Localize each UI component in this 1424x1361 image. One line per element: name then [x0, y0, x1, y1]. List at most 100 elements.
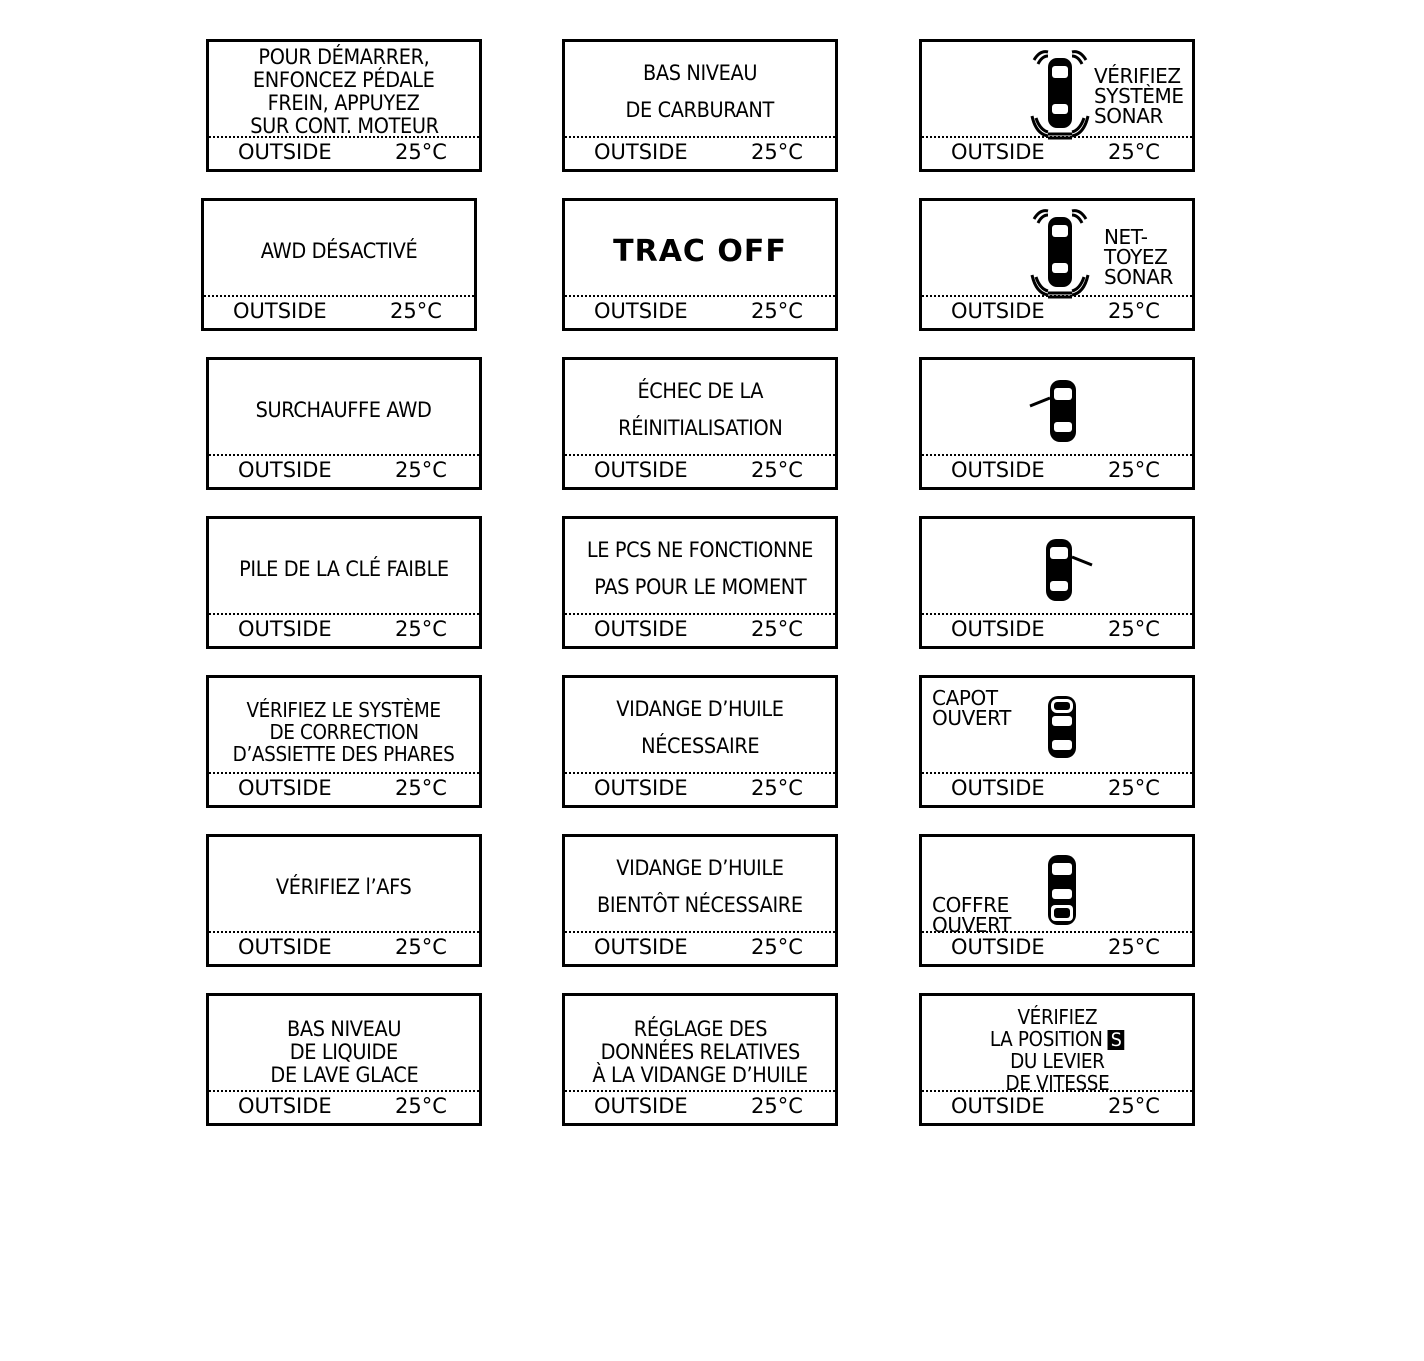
outside-label: OUTSIDE — [238, 458, 332, 482]
outside-temp: 25°C — [395, 140, 447, 164]
outside-temp-bar: OUTSIDE 25°C — [204, 295, 474, 328]
message-line: LA POSITION S — [989, 1027, 1125, 1051]
display-headlight-leveling: VÉRIFIEZ LE SYSTÈME DE CORRECTION D’ASSI… — [206, 675, 482, 808]
display-trunk-open: COFFRE OUVERT OUTSIDE 25°C — [919, 834, 1195, 967]
outside-temp: 25°C — [751, 776, 803, 800]
message-line: CAPOT — [932, 686, 998, 710]
outside-label: OUTSIDE — [594, 776, 688, 800]
message-line: OUVERT — [932, 706, 1011, 730]
outside-label: OUTSIDE — [951, 140, 1045, 164]
outside-temp: 25°C — [751, 458, 803, 482]
message-line: TOYEZ — [1104, 245, 1168, 269]
outside-label: OUTSIDE — [951, 935, 1045, 959]
outside-temp: 25°C — [751, 617, 803, 641]
message-line: NÉCESSAIRE — [640, 734, 760, 758]
message-line: RÉGLAGE DES — [633, 1016, 767, 1041]
display-shift-lever-position: VÉRIFIEZ LA POSITION S DU LEVIER DE VITE… — [919, 993, 1195, 1126]
outside-label: OUTSIDE — [238, 140, 332, 164]
shift-s-badge: S — [1107, 1030, 1125, 1050]
message-text: LA POSITION — [989, 1027, 1103, 1051]
message-line: BIENTÔT NÉCESSAIRE — [597, 893, 803, 917]
sonar-check-text: VÉRIFIEZ SYSTÈME SONAR — [1094, 66, 1184, 126]
message-line: SONAR — [1094, 104, 1163, 128]
outside-temp: 25°C — [1108, 458, 1160, 482]
message-line: PILE DE LA CLÉ FAIBLE — [239, 556, 449, 581]
message-line: LE PCS NE FONCTIONNE — [586, 538, 814, 562]
sonar-clean-text: NET- TOYEZ SONAR — [1104, 227, 1173, 287]
outside-temp: 25°C — [1108, 140, 1160, 164]
outside-label: OUTSIDE — [594, 458, 688, 482]
outside-temp-bar: OUTSIDE 25°C — [565, 454, 835, 487]
outside-label: OUTSIDE — [238, 617, 332, 641]
outside-temp-bar: OUTSIDE 25°C — [209, 1090, 479, 1123]
message-line: AWD DÉSACTIVÉ — [260, 238, 418, 263]
display-oil-reset-setting: RÉGLAGE DES DONNÉES RELATIVES À LA VIDAN… — [562, 993, 838, 1126]
outside-label: OUTSIDE — [594, 140, 688, 164]
message-line: NET- — [1104, 225, 1148, 249]
message-line: TRAC OFF — [613, 233, 787, 269]
message-line: DONNÉES RELATIVES — [600, 1039, 800, 1064]
message-line: DE LIQUIDE — [289, 1039, 399, 1064]
message-line: VIDANGE D’HUILE — [616, 856, 784, 880]
outside-label: OUTSIDE — [951, 776, 1045, 800]
outside-temp: 25°C — [751, 935, 803, 959]
car-trunk-open-icon — [1048, 855, 1076, 925]
car-door-left-open-icon — [1029, 380, 1076, 442]
outside-temp-bar: OUTSIDE 25°C — [209, 931, 479, 964]
message-line: SUR CONT. MOTEUR — [249, 114, 439, 138]
display-check-afs: VÉRIFIEZ l’AFS OUTSIDE 25°C — [206, 834, 482, 967]
car-hood-open-icon — [1048, 696, 1076, 758]
message-line: VÉRIFIEZ LE SYSTÈME — [246, 698, 442, 722]
outside-label: OUTSIDE — [238, 935, 332, 959]
outside-label: OUTSIDE — [594, 935, 688, 959]
outside-temp: 25°C — [1108, 299, 1160, 323]
outside-label: OUTSIDE — [951, 1094, 1045, 1118]
outside-temp-bar: OUTSIDE 25°C — [565, 136, 835, 169]
display-pcs-unavailable: LE PCS NE FONCTIONNE PAS POUR LE MOMENT … — [562, 516, 838, 649]
outside-temp: 25°C — [751, 140, 803, 164]
outside-label: OUTSIDE — [238, 1094, 332, 1118]
outside-temp: 25°C — [395, 776, 447, 800]
outside-temp: 25°C — [1108, 776, 1160, 800]
message-line: VÉRIFIEZ l’AFS — [276, 874, 412, 899]
display-hood-open: CAPOT OUVERT OUTSIDE 25°C — [919, 675, 1195, 808]
message-line: ÉCHEC DE LA — [637, 379, 763, 403]
message-line: VIDANGE D’HUILE — [616, 697, 784, 721]
message-line: POUR DÉMARRER, — [258, 45, 430, 69]
message-line: ENFONCEZ PÉDALE — [253, 68, 435, 92]
car-sonar-icon — [1030, 209, 1090, 299]
display-oil-change-soon: VIDANGE D’HUILE BIENTÔT NÉCESSAIRE OUTSI… — [562, 834, 838, 967]
message-line: DU LEVIER — [1009, 1049, 1105, 1073]
message-line: OUVERT — [932, 913, 1011, 937]
display-oil-change-required: VIDANGE D’HUILE NÉCESSAIRE OUTSIDE 25°C — [562, 675, 838, 808]
outside-label: OUTSIDE — [233, 299, 327, 323]
outside-temp: 25°C — [751, 299, 803, 323]
message-line: COFFRE — [932, 893, 1009, 917]
outside-label: OUTSIDE — [951, 617, 1045, 641]
car-door-right-open-icon — [1046, 539, 1093, 601]
message-line: FREIN, APPUYEZ — [268, 91, 420, 115]
outside-temp: 25°C — [390, 299, 442, 323]
message-line: DE CARBURANT — [625, 98, 775, 122]
outside-temp-bar: OUTSIDE 25°C — [922, 136, 1192, 169]
outside-temp: 25°C — [1108, 935, 1160, 959]
message-line: SONAR — [1104, 265, 1173, 289]
trunk-open-text: COFFRE OUVERT — [932, 895, 1011, 935]
outside-temp: 25°C — [395, 935, 447, 959]
message-line: À LA VIDANGE D’HUILE — [592, 1062, 808, 1087]
outside-temp: 25°C — [751, 1094, 803, 1118]
outside-temp: 25°C — [395, 1094, 447, 1118]
